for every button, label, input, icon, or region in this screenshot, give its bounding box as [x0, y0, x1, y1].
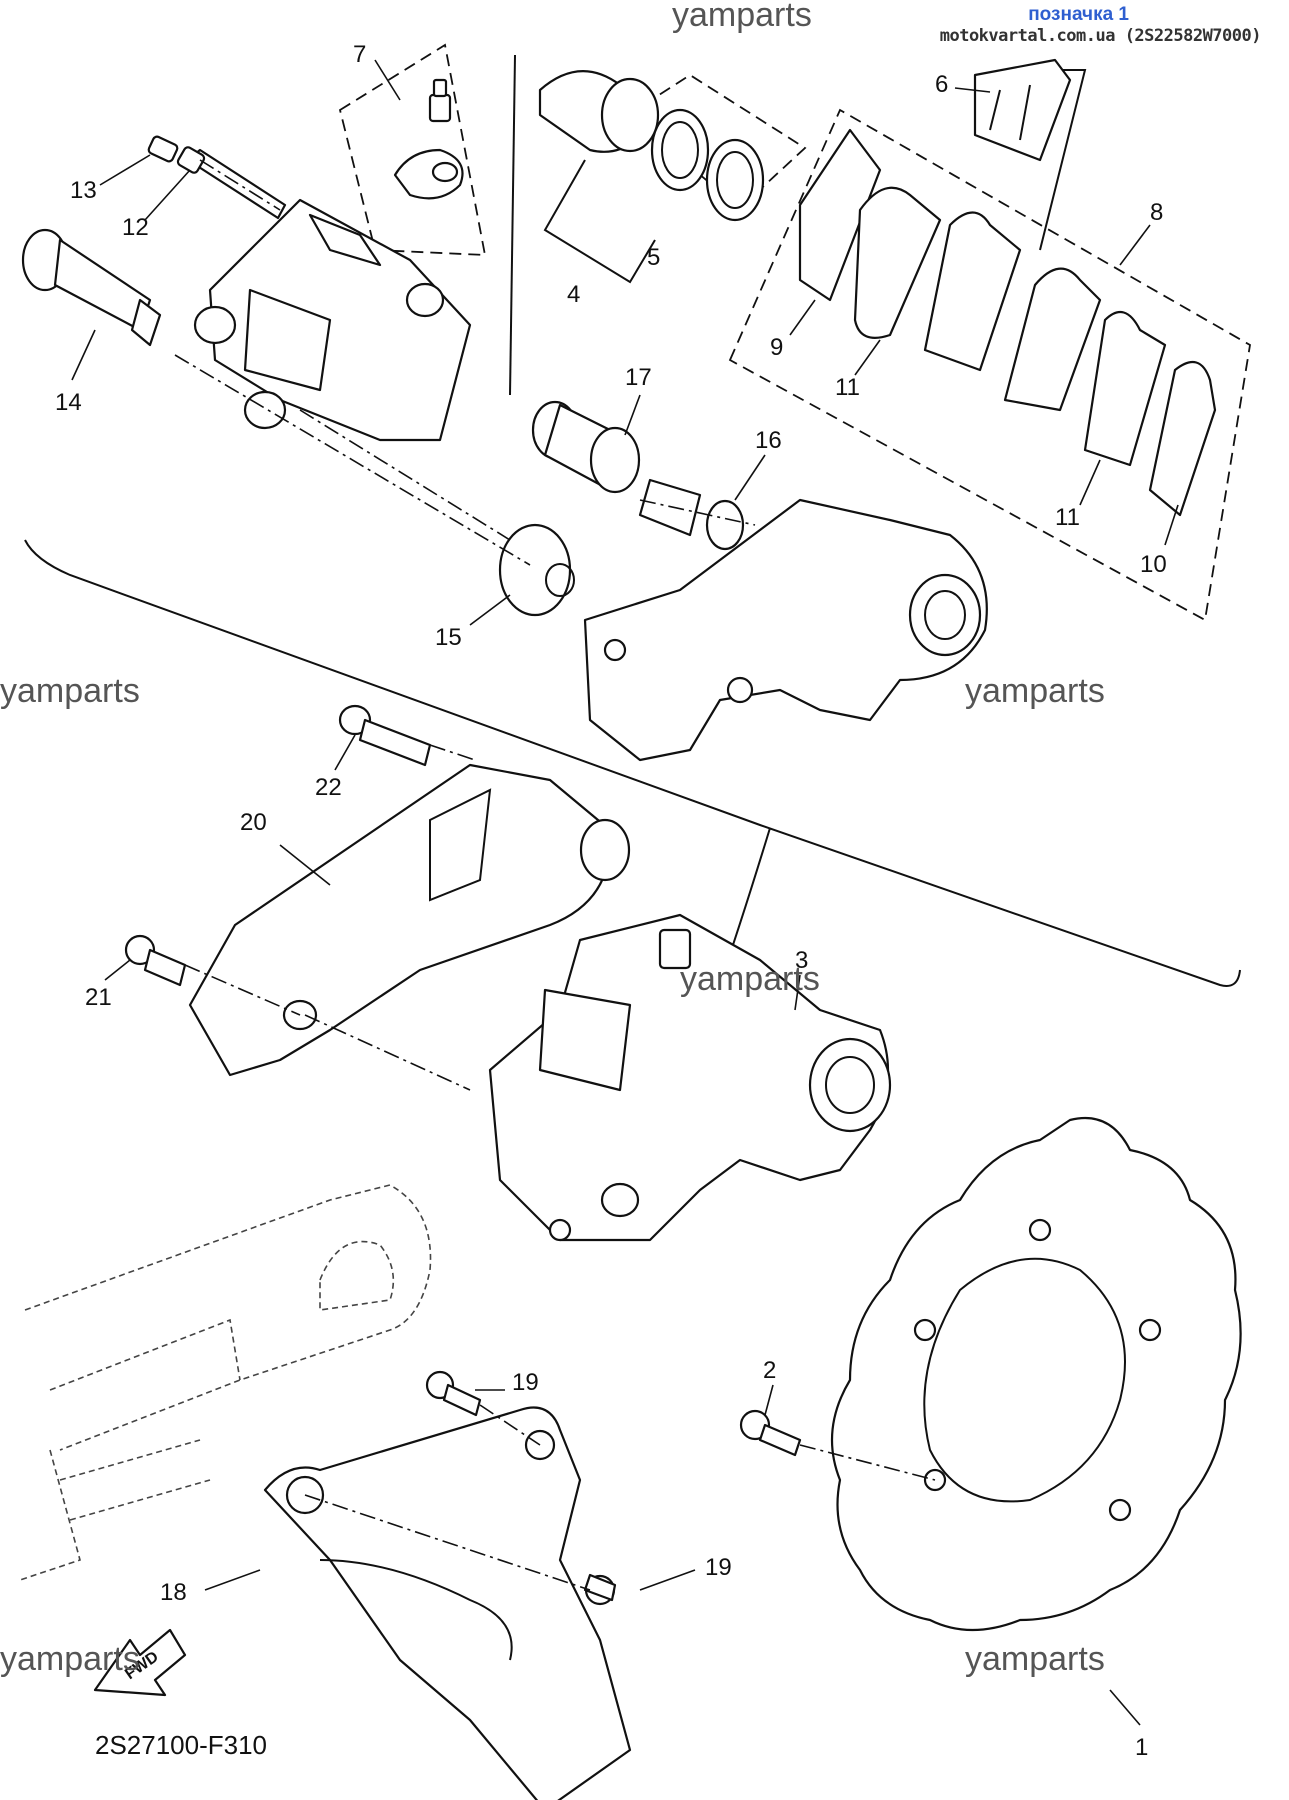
upper-caliper-bracket — [583, 498, 988, 762]
leader-22 — [334, 734, 356, 771]
leader-1 — [1109, 1689, 1141, 1726]
watermark: yamparts — [965, 1640, 1105, 1678]
leader-11b — [1079, 459, 1101, 506]
callout-20: 20 — [240, 809, 267, 836]
watermark: yamparts — [0, 1640, 140, 1678]
part-21-bolt — [124, 934, 187, 987]
callout-3: 3 — [795, 947, 808, 974]
group-4-lines-b — [509, 54, 516, 396]
centerline-c — [639, 499, 756, 526]
callout-11-a: 11 — [835, 374, 860, 401]
callout-17: 17 — [625, 364, 652, 391]
diagram-label: позначка 1 — [1028, 4, 1129, 25]
part-15-boot — [498, 523, 575, 617]
callout-19-b: 19 — [705, 1554, 732, 1581]
centerline-e — [184, 964, 301, 1016]
centerline-j — [199, 159, 281, 211]
part-2-bolt — [739, 1409, 802, 1457]
callout-18: 18 — [160, 1579, 187, 1606]
part-7-bleeder — [393, 78, 464, 200]
leader-7 — [374, 59, 401, 101]
callout-11-b: 11 — [1055, 504, 1080, 531]
callout-7: 7 — [353, 41, 366, 68]
watermark: yamparts — [680, 960, 820, 998]
group-7-box — [338, 43, 487, 256]
leader-11a — [854, 339, 881, 376]
leader-21 — [104, 959, 131, 981]
upper-caliper — [193, 198, 472, 442]
leader-18 — [204, 1569, 261, 1591]
centerline-d — [429, 744, 476, 761]
centerline-a — [174, 354, 531, 566]
callout-1: 1 — [1135, 1734, 1148, 1761]
part-4-piston — [538, 70, 660, 153]
centerline-b — [299, 409, 511, 541]
part-13-set-screw — [147, 135, 179, 163]
centerline-i — [799, 1444, 936, 1481]
watermark: yamparts — [965, 672, 1105, 710]
callout-13: 13 — [70, 177, 97, 204]
leader-2 — [764, 1384, 774, 1416]
watermark: yamparts — [0, 672, 140, 710]
callout-19-a: 19 — [512, 1369, 539, 1396]
leader-9 — [789, 299, 816, 336]
callout-16: 16 — [755, 427, 782, 454]
part-19-bolt-upper — [425, 1370, 482, 1417]
callout-8: 8 — [1150, 199, 1163, 226]
part-9-shim — [798, 128, 882, 302]
centerline-g — [304, 1494, 591, 1591]
leader-12 — [144, 169, 191, 221]
source-reference: motokvartal.com.ua (2S22582W7000) — [939, 26, 1262, 46]
centerline-f — [304, 1014, 471, 1091]
part-17-sleeve — [531, 400, 641, 494]
part-22-bolt — [338, 704, 432, 767]
diagram-code: 2S27100-F310 — [95, 1730, 268, 1760]
part-1-brake-disc — [830, 1116, 1242, 1632]
group-5-box — [626, 73, 807, 210]
leader-19b — [639, 1569, 696, 1591]
group-4-lines — [543, 159, 656, 284]
leader-17 — [624, 394, 641, 436]
part-11-pad-b — [1003, 267, 1167, 467]
swingarm-outline — [19, 1184, 432, 1581]
callout-14: 14 — [55, 389, 82, 416]
callout-4: 4 — [567, 281, 580, 308]
watermark: yamparts — [672, 0, 812, 34]
centerline-h — [479, 1404, 541, 1446]
part-3-caliper-assembly — [488, 913, 892, 1242]
callout-22: 22 — [315, 774, 342, 801]
assembly-bracket — [24, 539, 1241, 987]
leader-13 — [99, 154, 151, 186]
leader-14 — [71, 329, 96, 381]
bracket-tick — [727, 827, 771, 961]
callout-15: 15 — [435, 624, 462, 651]
callout-21: 21 — [85, 984, 112, 1011]
callout-5: 5 — [647, 244, 660, 271]
callout-12: 12 — [122, 214, 149, 241]
part-18-disc-guard — [263, 1406, 632, 1800]
callout-9: 9 — [770, 334, 783, 361]
callout-2: 2 — [763, 1357, 776, 1384]
part-11-pad-a — [853, 186, 1022, 372]
part-10-shim — [1148, 360, 1217, 517]
leader-16 — [734, 454, 766, 501]
fwd-arrow-icon: FWD — [93, 1628, 187, 1697]
part-19-bolt-lower — [583, 1573, 617, 1606]
callout-10: 10 — [1140, 551, 1167, 578]
part-16-pin — [638, 478, 745, 551]
leader-10 — [1164, 504, 1179, 546]
part-6-clip — [973, 58, 1072, 162]
callout-6: 6 — [935, 71, 948, 98]
leader-6 — [954, 87, 991, 93]
leader-8 — [1119, 224, 1151, 266]
leader-20 — [279, 844, 331, 886]
part-14-bolt — [21, 228, 162, 347]
leader-3 — [794, 974, 801, 1011]
part-12-pin — [176, 146, 287, 220]
part-5-seals — [650, 108, 765, 222]
group-8-box — [728, 108, 1251, 622]
leader-15 — [469, 594, 511, 626]
